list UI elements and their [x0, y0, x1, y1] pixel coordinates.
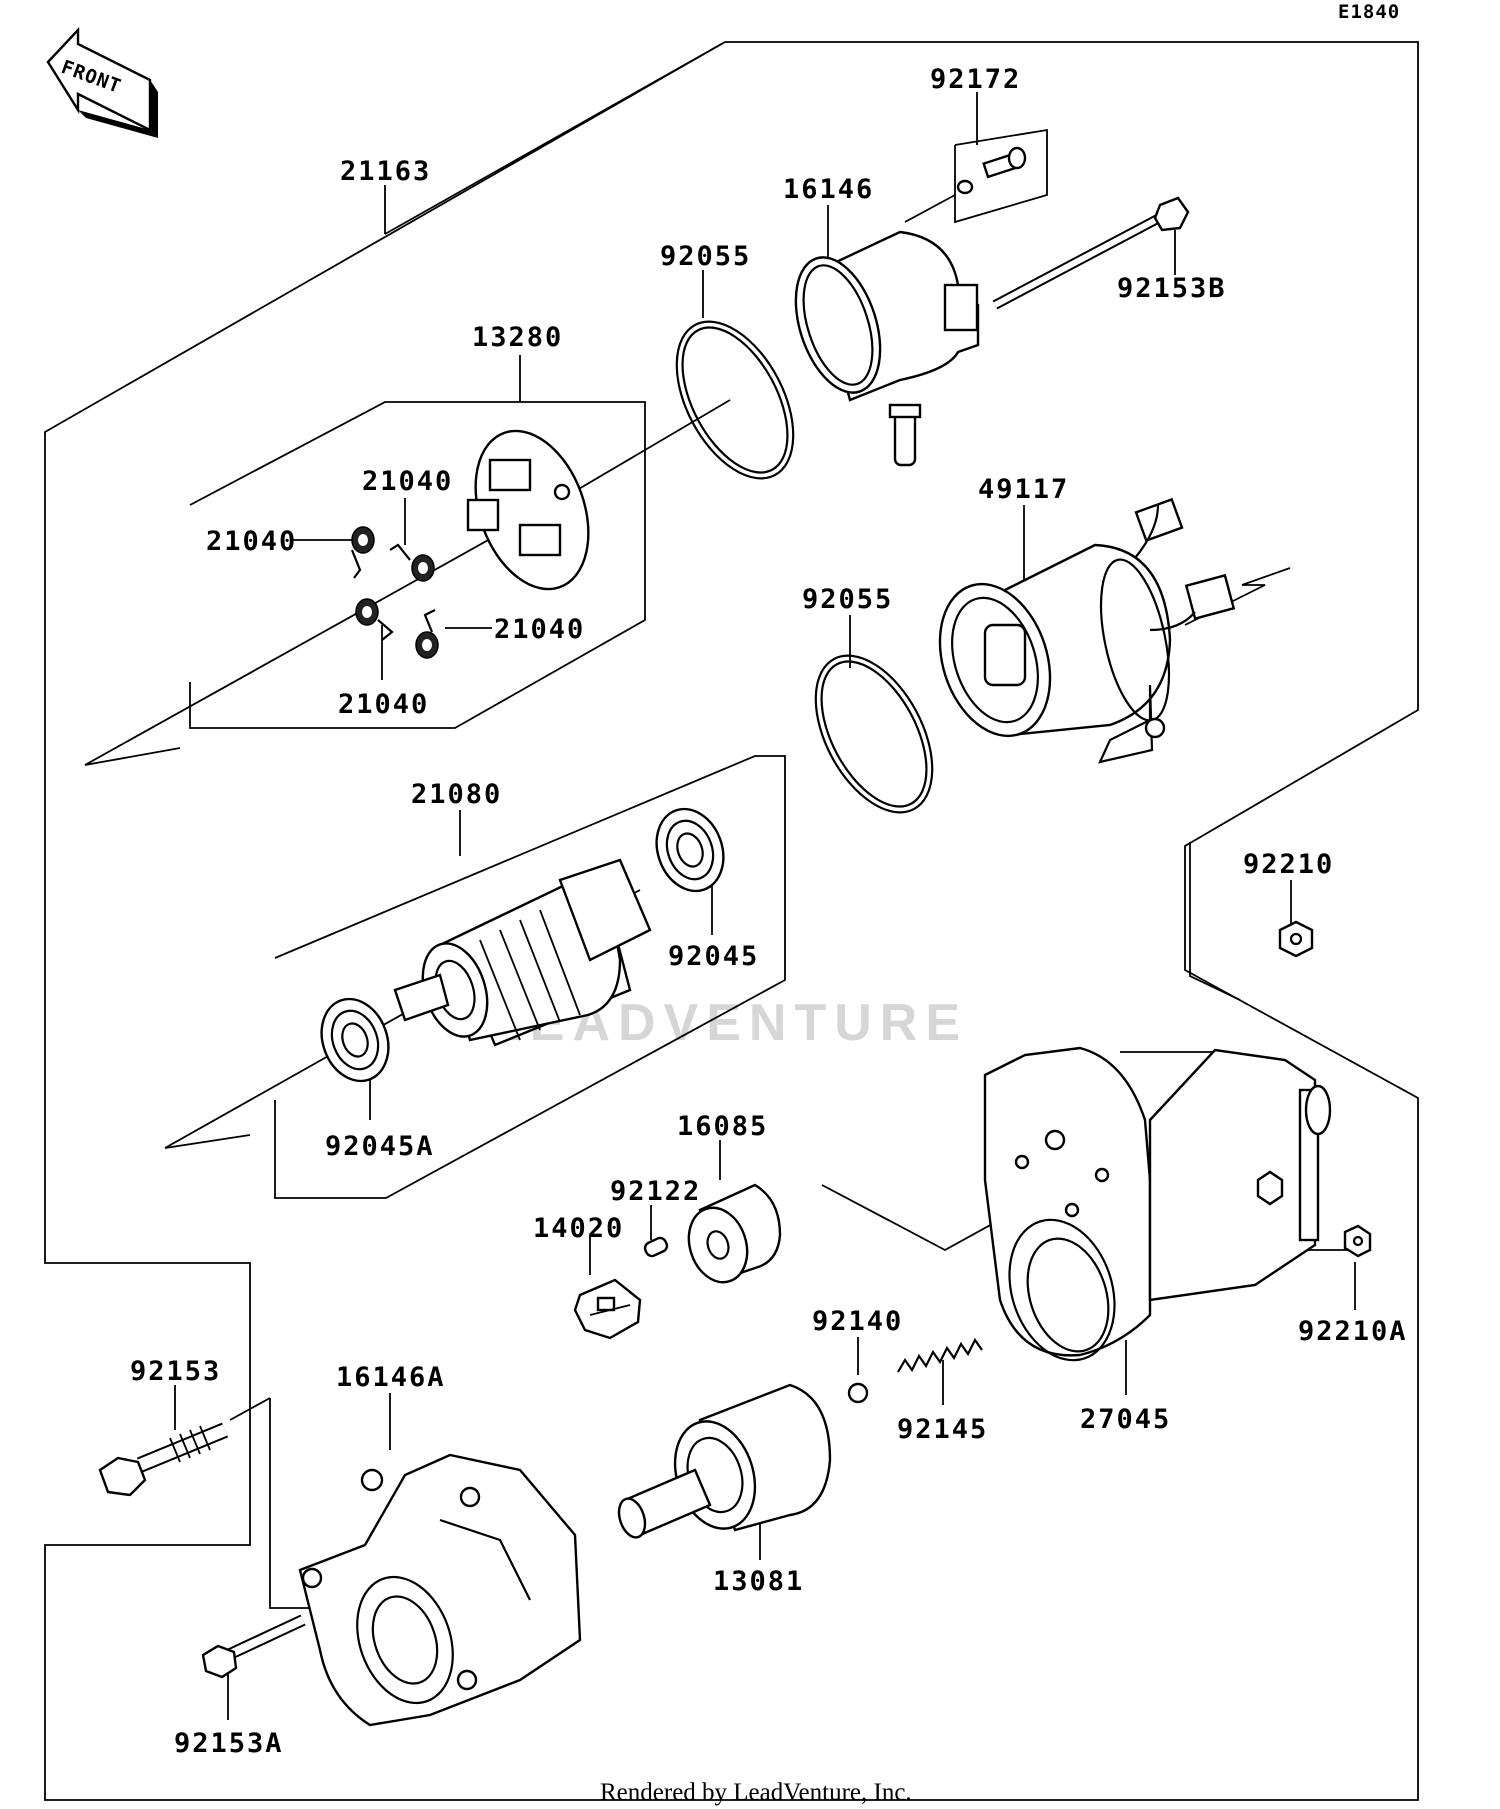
part-label-16085: 16085 [677, 1111, 768, 1142]
clutch-14020[interactable] [573, 1278, 642, 1340]
part-label-92055-mid: 92055 [802, 584, 893, 615]
bearing-92045[interactable] [646, 800, 735, 901]
screw-92172[interactable] [956, 146, 1027, 195]
spring-92145[interactable] [897, 1337, 983, 1373]
part-label-92140: 92140 [812, 1306, 903, 1337]
part-label-21080: 21080 [411, 779, 502, 810]
part-label-49117: 49117 [978, 474, 1069, 505]
bolt-92153A[interactable] [201, 1614, 306, 1679]
assembly-outline [44, 41, 1419, 1801]
part-label-21040-c: 21040 [494, 614, 585, 645]
part-label-92145: 92145 [897, 1414, 988, 1445]
o-ring-92055-mid[interactable] [792, 636, 957, 831]
part-label-92122: 92122 [610, 1176, 701, 1207]
part-label-21040-b: 21040 [206, 526, 297, 557]
part-label-92055-top: 92055 [660, 241, 751, 272]
yoke-assembly-49117[interactable] [921, 497, 1236, 764]
pin-92122[interactable] [643, 1236, 669, 1258]
bearing-92045A[interactable] [311, 990, 400, 1091]
part-label-14020: 14020 [533, 1213, 624, 1244]
part-label-27045: 27045 [1080, 1404, 1171, 1435]
nut-group-outline [1189, 842, 1241, 1001]
end-cover-16146[interactable] [780, 230, 980, 467]
part-label-13081: 13081 [713, 1566, 804, 1597]
brush-holder-group-outline [189, 401, 646, 729]
front-arrow-icon: FRONT [46, 26, 158, 138]
spring-21040-a[interactable] [350, 526, 375, 579]
armature-21080[interactable] [393, 858, 652, 1047]
part-label-21163: 21163 [340, 156, 431, 187]
nut-92210A[interactable] [1343, 1224, 1372, 1258]
footer-credit: Rendered by LeadVenture, Inc. [600, 1779, 912, 1806]
o-ring-92055-top[interactable] [653, 302, 818, 497]
pinion-13081[interactable] [614, 1383, 832, 1541]
part-label-92045A: 92045A [325, 1131, 435, 1162]
part-label-92210: 92210 [1243, 849, 1334, 880]
gear-16085[interactable] [680, 1183, 782, 1290]
part-label-21040-d: 21040 [338, 689, 429, 720]
part-label-92045: 92045 [668, 941, 759, 972]
bolt-92153[interactable] [98, 1422, 229, 1497]
part-label-92172: 92172 [930, 64, 1021, 95]
ball-92140[interactable] [847, 1382, 869, 1404]
part-label-92153B: 92153B [1117, 273, 1227, 304]
nut-92210[interactable] [1278, 920, 1314, 958]
bolt-92153B[interactable] [992, 196, 1190, 310]
spring-21040-c[interactable] [355, 598, 394, 641]
part-label-16146A: 16146A [336, 1362, 446, 1393]
brush-holder-13280[interactable] [455, 415, 609, 605]
part-label-21040-a: 21040 [362, 466, 453, 497]
part-label-92210A: 92210A [1298, 1316, 1408, 1347]
part-label-13280: 13280 [472, 322, 563, 353]
diagram-code: E1840 [1338, 1, 1400, 23]
armature-group-outline [274, 755, 786, 1199]
spring-21040-d[interactable] [415, 609, 439, 659]
part-label-92153: 92153 [130, 1356, 221, 1387]
housing-27045[interactable] [983, 1046, 1332, 1374]
front-housing-16146A[interactable] [298, 1453, 582, 1727]
part-label-92153A: 92153A [174, 1728, 284, 1759]
part-label-16146: 16146 [783, 174, 874, 205]
spring-21040-b[interactable] [389, 543, 435, 582]
